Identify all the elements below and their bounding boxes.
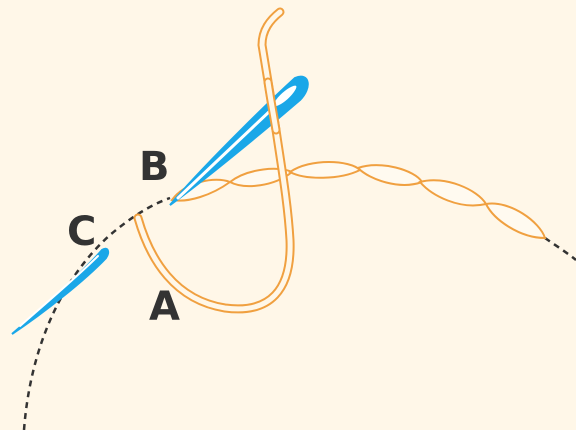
label-c: C [67, 209, 96, 255]
chain-stitches [170, 161, 547, 240]
dashed-pattern-line-left [22, 196, 171, 430]
thread-loop-inner [135, 9, 293, 312]
label-b: B [139, 144, 170, 190]
chain-stitch-3 [288, 161, 362, 179]
dashed-pattern-line-right [544, 236, 576, 261]
chain-stitch-4 [356, 164, 424, 186]
needle-c [11, 247, 110, 335]
chain-stitch-6 [484, 202, 547, 240]
label-a: A [149, 284, 180, 330]
chain-stitch-5 [418, 179, 488, 207]
